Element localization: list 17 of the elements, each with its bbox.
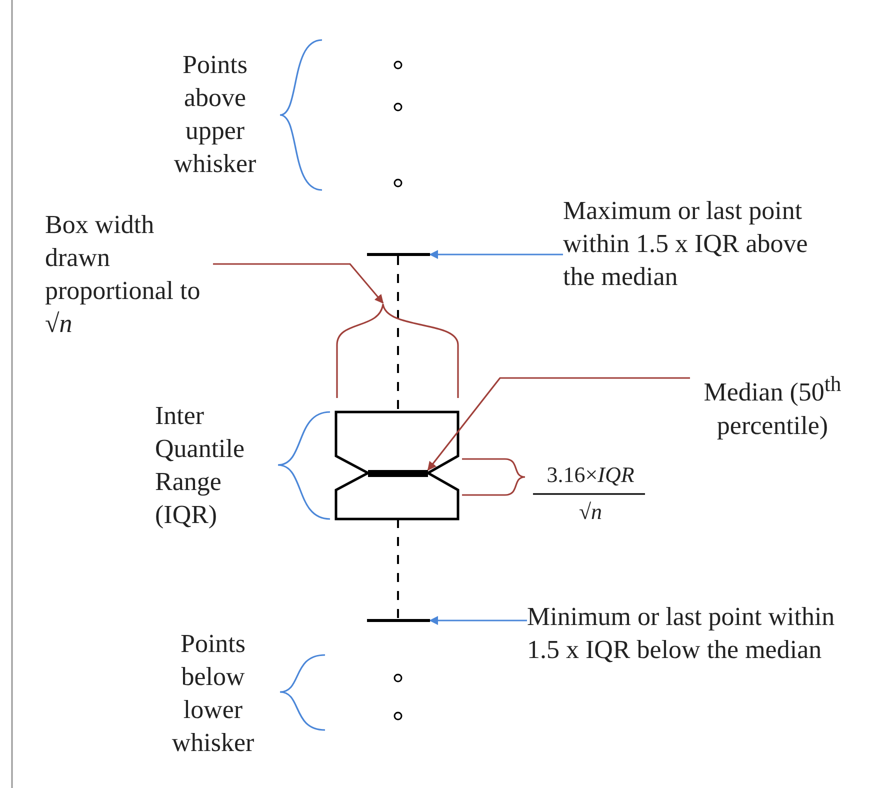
formula-numerator: 3.16×IQR xyxy=(546,461,636,489)
annotation-text: Maximum or last point within 1.5 x IQR above the median xyxy=(563,194,831,293)
median-bar xyxy=(368,470,428,477)
whisker-cap xyxy=(367,253,430,256)
arrow xyxy=(213,263,384,304)
annotation-text: Points below lower whisker xyxy=(170,628,256,759)
whisker-cap xyxy=(367,619,430,622)
annotation-text: Points above upper whisker xyxy=(172,49,258,180)
annotation-text: Minimum or last point within 1.5 x IQR below the median xyxy=(527,600,845,666)
annotation-text: Inter Quantile Range (IQR) xyxy=(155,400,246,531)
annotation-text: Median (50$^{th}$ percentile) xyxy=(690,368,855,442)
arrow xyxy=(429,250,563,259)
formula-denominator: √n xyxy=(578,498,604,526)
arrow xyxy=(427,377,690,471)
annotation-text: Box width drawn proportional to √n xyxy=(45,208,213,340)
arrow xyxy=(429,616,527,625)
curly-bracket xyxy=(336,303,459,398)
